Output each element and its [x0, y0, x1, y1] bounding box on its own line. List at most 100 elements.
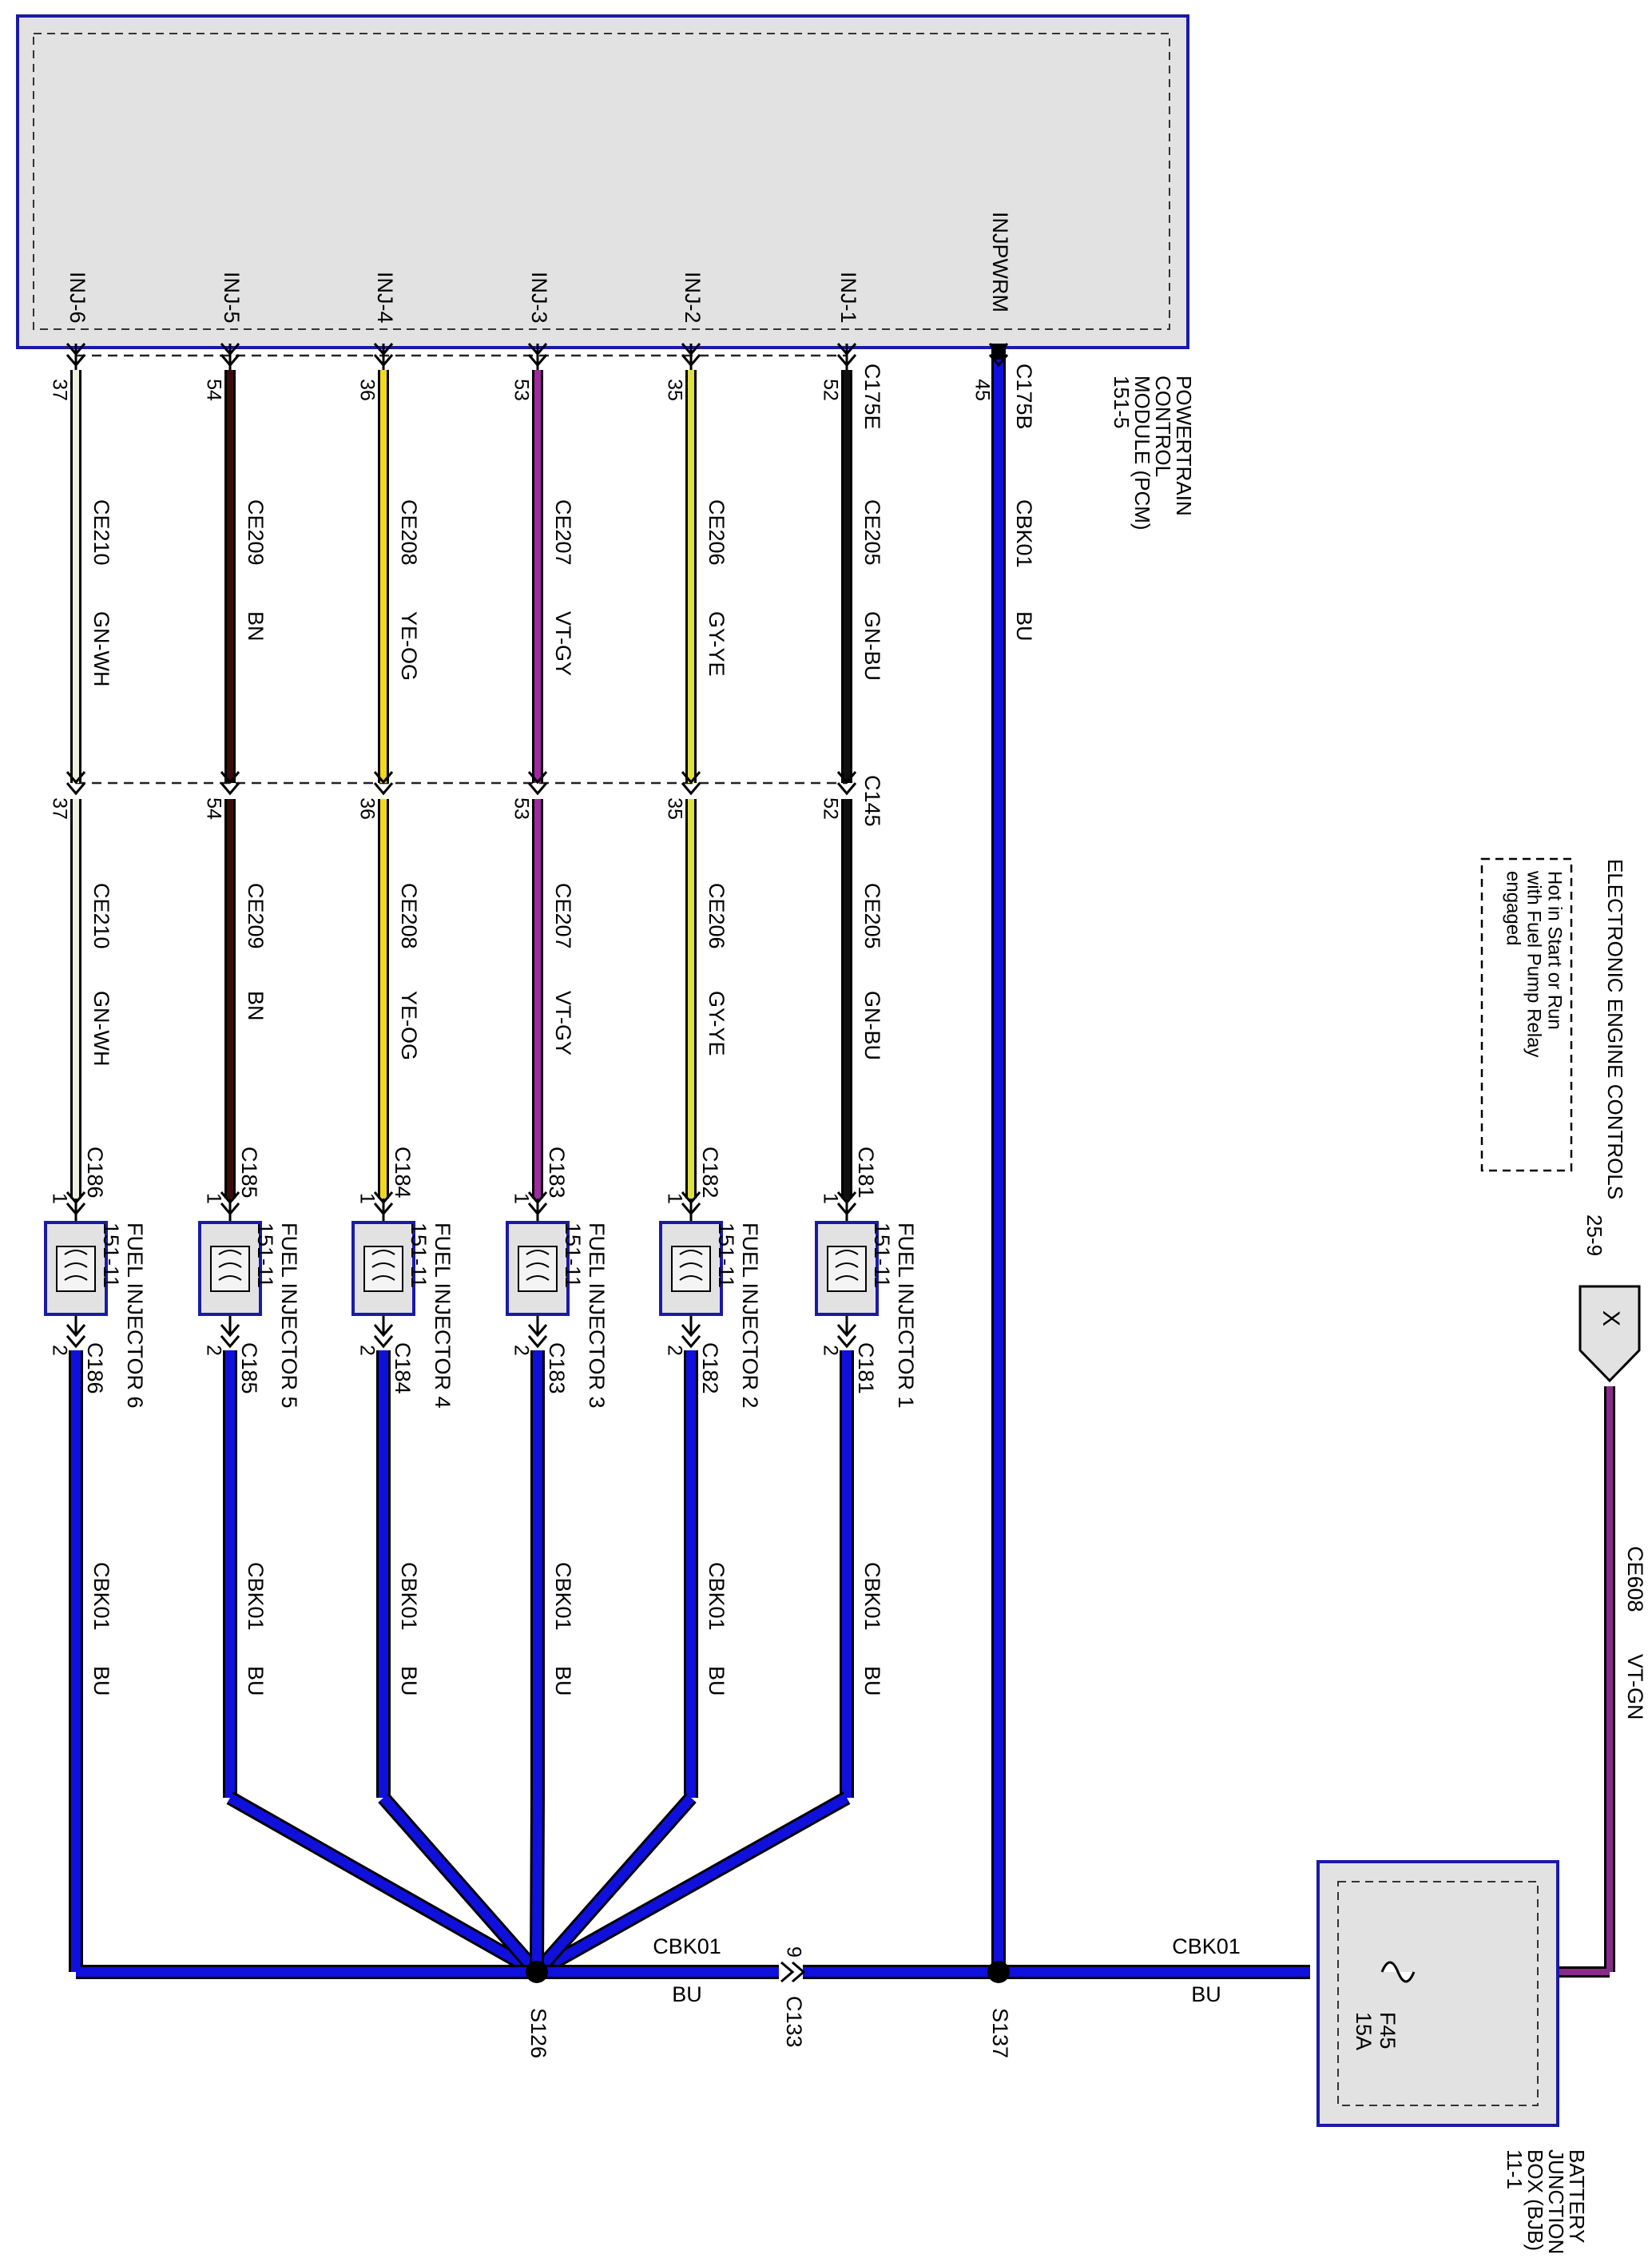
- fuse-rating: 15A: [1352, 2012, 1376, 2050]
- injector-pin: 1: [510, 1193, 532, 1204]
- ground-converge: [228, 1793, 539, 1977]
- fuse-id: F45: [1376, 2012, 1400, 2049]
- pcm-pwr-pin-label: INJPWRM: [988, 212, 1012, 312]
- coil-icon-lines: [218, 1250, 242, 1281]
- c133-terminal: [780, 1961, 806, 1983]
- pcm-name-line: MODULE (PCM): [1130, 376, 1154, 531]
- pcm-pwr-circuit-color: BU: [1012, 611, 1036, 642]
- injector-terminal-b-b: [836, 1335, 857, 1349]
- injector-connector: C183: [545, 1342, 569, 1394]
- pcm-name-line: POWERTRAIN: [1172, 376, 1196, 516]
- injector-connector: C183: [545, 1147, 569, 1199]
- pcm-pin-label: INJ-1: [836, 272, 860, 324]
- ground-circuit-color: BU: [551, 1666, 575, 1696]
- injector-terminal-b: [681, 1324, 701, 1338]
- pcm-inner-dash: [33, 33, 1170, 330]
- injector-pin: 2: [202, 1345, 224, 1356]
- coil-icon-lines: [526, 1250, 550, 1281]
- coil-icon: [363, 1246, 403, 1292]
- c175e-terminal-b: [527, 354, 548, 368]
- coil-icon: [210, 1246, 250, 1292]
- c175e-terminal: [681, 343, 701, 356]
- circuit-id: CE205: [860, 499, 884, 566]
- offpage-symbol: X: [1598, 1310, 1624, 1326]
- injector-connector: C182: [698, 1147, 722, 1199]
- c145-terminal: [66, 771, 86, 785]
- c175e-terminal-b: [681, 354, 701, 368]
- c145-terminal: [220, 771, 240, 785]
- coil-icon-lines: [64, 1250, 88, 1281]
- injector-connector: C186: [83, 1342, 107, 1394]
- c145-terminal: [373, 771, 394, 785]
- c175e-terminal-b: [373, 354, 394, 368]
- injector-pin: 2: [510, 1345, 532, 1356]
- injector-pin: 2: [48, 1345, 70, 1356]
- injector-name: FUEL INJECTOR 4: [431, 1222, 455, 1409]
- injector-name: FUEL INJECTOR 2: [738, 1222, 762, 1409]
- c145-label: C145: [860, 775, 884, 827]
- feed-circuit-id: CE608: [1623, 1546, 1647, 1612]
- injector-connector: C186: [83, 1147, 107, 1199]
- pin-number: 36: [355, 379, 378, 401]
- wire-layer: [69, 344, 1615, 1979]
- circuit-color: BN: [244, 991, 268, 1021]
- c175e-terminal: [527, 343, 548, 356]
- bus-circuit-color: BU: [672, 1982, 702, 2006]
- pcm-pwr-pin-number: 45: [971, 379, 993, 401]
- pcm-name-line: 151-5: [1110, 376, 1134, 429]
- circuit-color: GN-BU: [860, 991, 884, 1060]
- c133-pin: 9: [782, 1946, 804, 1958]
- injector-name: FUEL INJECTOR 5: [277, 1222, 301, 1409]
- injector-connector: C184: [391, 1342, 415, 1394]
- pin-number: 52: [819, 379, 841, 401]
- pcm-connector-c175b: C175B: [1012, 364, 1036, 430]
- c175e-terminal-b: [66, 354, 86, 368]
- pin-number: 36: [355, 797, 378, 820]
- injector-terminal-a: [220, 1191, 240, 1205]
- injector-terminal-a-b: [220, 1203, 240, 1216]
- c175e-terminal: [220, 343, 240, 356]
- circuit-color: VT-GY: [551, 611, 575, 676]
- injector-ref: 151-11: [870, 1222, 894, 1288]
- coil-icon-lines: [371, 1250, 395, 1281]
- injector-ref: 151-11: [714, 1222, 738, 1288]
- pin-number: 53: [510, 797, 532, 820]
- ground-circuit-color: BU: [244, 1666, 268, 1696]
- injector-terminal-a: [681, 1191, 701, 1205]
- ground-circuit-id: CBK01: [244, 1562, 268, 1631]
- injector-ref: 151-11: [253, 1222, 277, 1288]
- ground-circuit-id: CBK01: [89, 1562, 113, 1631]
- c175e-terminal: [66, 343, 86, 356]
- circuit-color: GN-WH: [89, 991, 113, 1066]
- ground-circuit-id: CBK01: [551, 1562, 575, 1631]
- injector-ref: 151-11: [407, 1222, 431, 1288]
- bjb-circuit-id: CBK01: [1172, 1934, 1241, 1958]
- ground-circuit-id: CBK01: [397, 1562, 421, 1631]
- coil-icon: [518, 1246, 558, 1292]
- circuit-color: GY-YE: [705, 991, 729, 1056]
- pcm-box: [16, 14, 1189, 349]
- injector-terminal-a-b: [373, 1203, 394, 1216]
- injector-pin: 1: [202, 1193, 224, 1204]
- coil-icon-lines: [835, 1250, 859, 1281]
- injector-terminal-b-b: [220, 1335, 240, 1349]
- injector-terminal-a-b: [681, 1203, 701, 1216]
- coil-icon: [827, 1246, 867, 1292]
- c133-label: C133: [782, 1996, 806, 2048]
- circuit-id: CE206: [705, 499, 729, 566]
- note-line: engaged: [1503, 871, 1524, 945]
- c145-terminal-b: [66, 782, 86, 796]
- pin-number: 52: [819, 797, 841, 820]
- pcm-pin-label: INJ-3: [527, 272, 551, 324]
- injector-name: FUEL INJECTOR 1: [894, 1222, 918, 1409]
- bus-circuit-id: CBK01: [653, 1934, 721, 1958]
- bjb-circuit-color: BU: [1191, 1982, 1221, 2006]
- injector-terminal-b-b: [66, 1335, 86, 1349]
- pcm-pin-label: INJ-4: [373, 272, 397, 324]
- ground-circuit-color: BU: [89, 1666, 113, 1696]
- offpage-title: ELECTRONIC ENGINE CONTROLS: [1603, 859, 1627, 1199]
- circuit-color: GN-WH: [89, 611, 113, 686]
- injector-ref: 151-11: [561, 1222, 585, 1288]
